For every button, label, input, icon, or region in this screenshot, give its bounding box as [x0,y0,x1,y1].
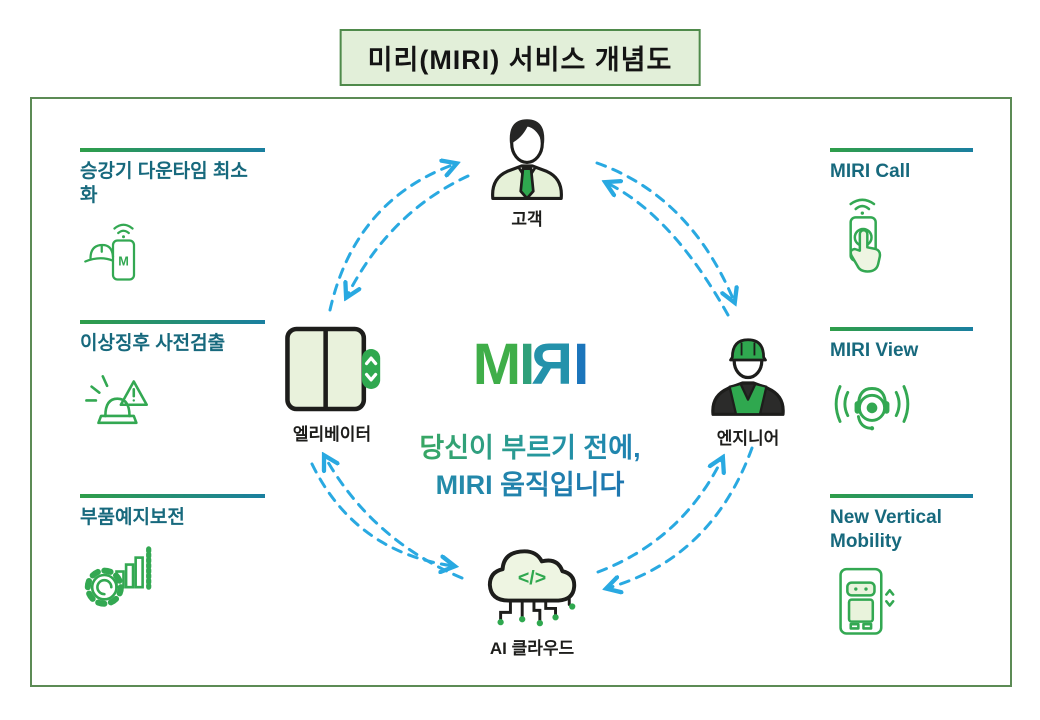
node-customer-label: 고객 [511,210,543,229]
ai-cloud-icon: </> [487,549,577,627]
robot-elevator-icon [839,567,895,635]
node-engineer-label: 엔지니어 [716,429,780,448]
gear-chart-icon [84,546,152,607]
customer-icon [491,119,563,200]
feature-miri-view: MIRI View [830,327,973,440]
cloud-code-glyph: </> [518,567,546,589]
feature-divider [80,148,265,152]
siren-warning-icon [85,374,148,424]
phone-touch-icon [849,198,882,273]
diagram-title: 미리(MIRI) 서비스 개념도 [339,29,701,86]
feature-divider [830,148,973,152]
headset-view-icon [834,384,910,431]
feature-predictive-label: 부품예지보전 [80,507,185,528]
tagline-line-1: 당신이 부르기 전에, [370,430,690,466]
feature-divider [830,494,973,498]
miri-logo: MIRI [405,332,655,397]
logo-letter-i1: I [519,332,535,397]
feature-miri-view-label: MIRI View [830,340,919,361]
logo-letter-i2: I [573,332,589,397]
feature-predictive: 부품예지보전 [80,494,265,615]
phone-m-glyph: M [118,253,129,268]
feature-anomaly-label: 이상징후 사전검출 [80,333,226,354]
feature-divider [80,320,265,324]
feature-nvm-label: New Vertical Mobility [830,507,942,552]
elevator-icon [285,326,381,412]
helmet-phone-icon: M [84,223,136,281]
feature-downtime-label: 승강기 다운타임 최소화 [80,161,248,206]
logo-letter-r-mirrored: R [533,332,574,397]
feature-downtime: 승강기 다운타임 최소화 M [80,148,265,289]
node-elevator-label: 엘리베이터 [292,425,372,444]
engineer-icon [711,338,785,416]
feature-miri-call: MIRI Call [830,148,973,279]
feature-new-vertical-mobility: New Vertical Mobility [830,494,973,647]
tagline-line-2: MIRI 움직입니다 [370,467,690,503]
node-ai-cloud-label: AI 클라우드 [489,639,575,658]
feature-anomaly: 이상징후 사전검출 [80,320,265,433]
feature-divider [80,494,265,498]
feature-miri-call-label: MIRI Call [830,161,911,182]
logo-letter-m: M [472,332,521,397]
feature-divider [830,327,973,331]
